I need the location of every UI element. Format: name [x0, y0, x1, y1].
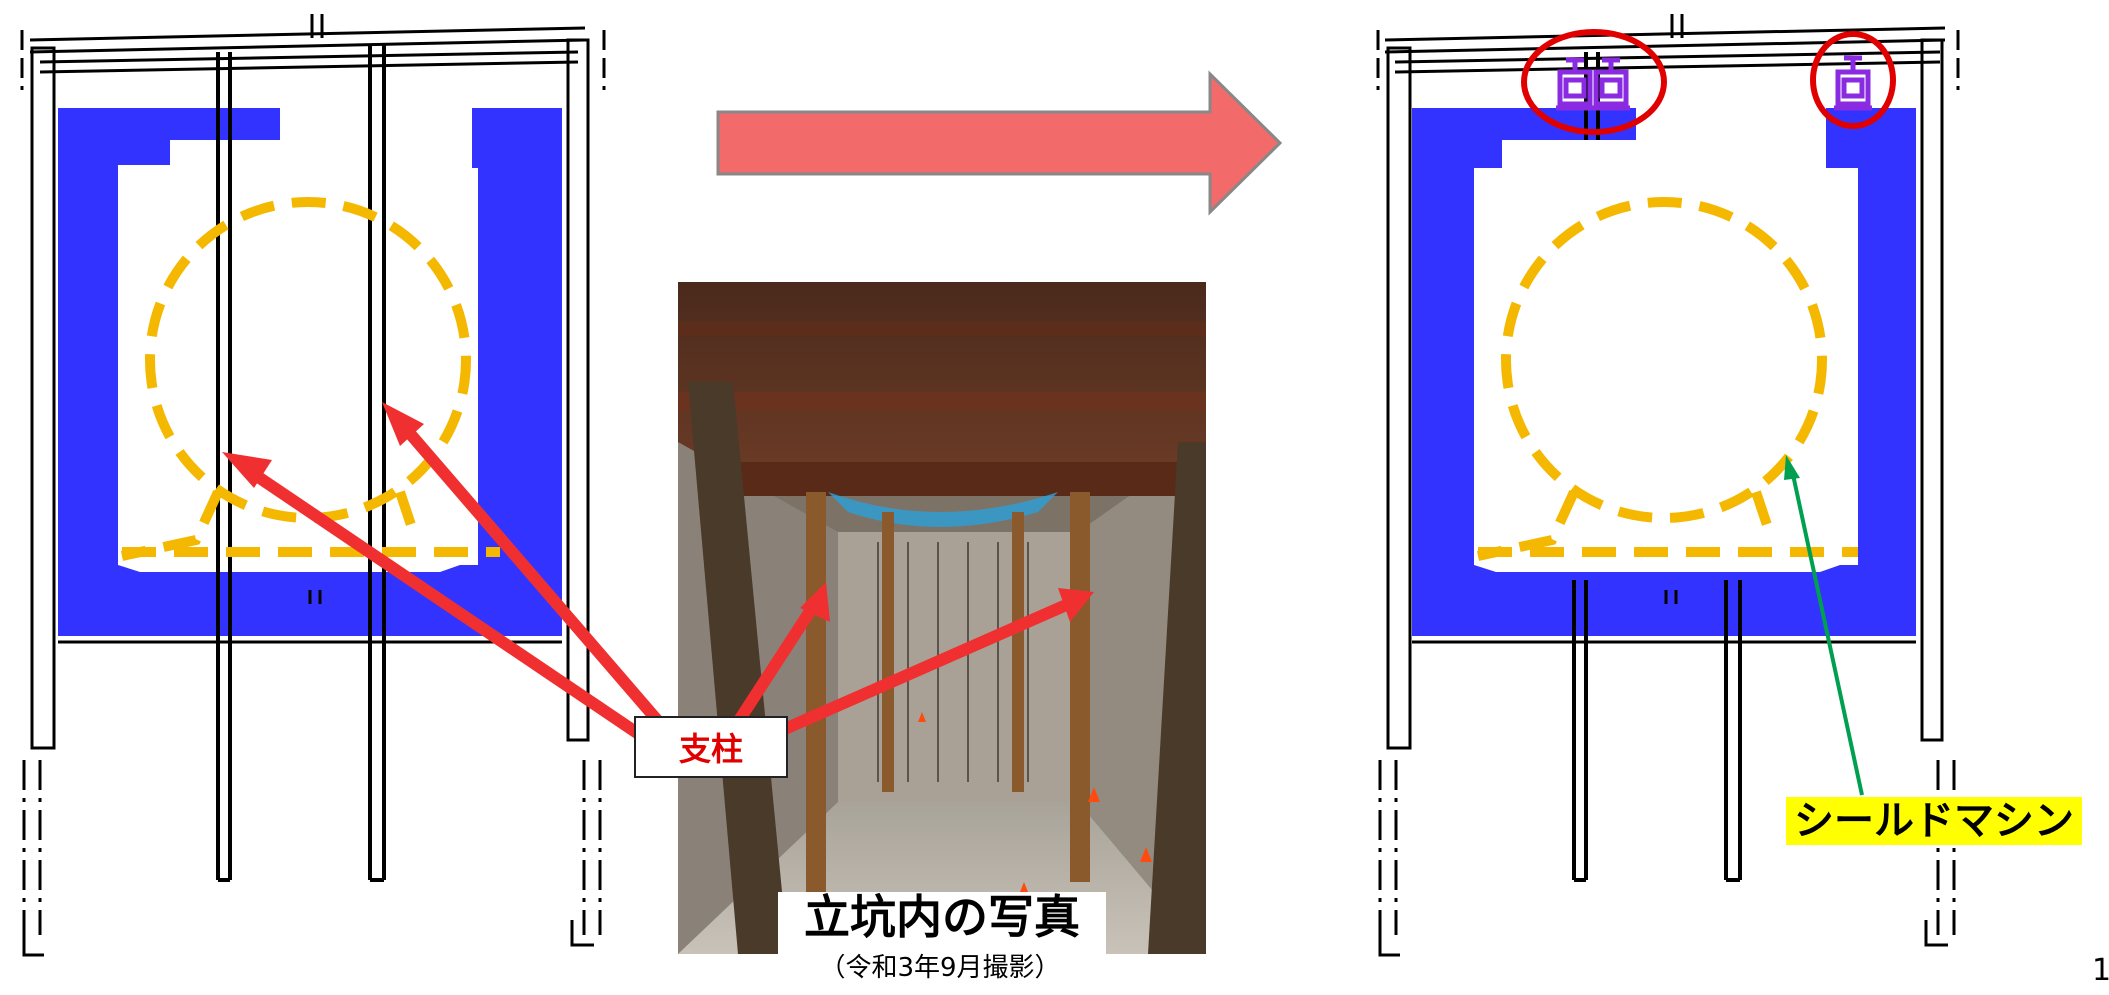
jack-icon	[1556, 57, 1594, 111]
left-pillar-marks	[308, 590, 322, 604]
jack-icon	[1592, 57, 1630, 111]
page-number: 1	[2092, 953, 2109, 988]
photo-caption: 立坑内の写真	[778, 892, 1106, 954]
highlight-circle-right-jack	[1810, 31, 1896, 129]
green-pointer	[1784, 455, 1864, 796]
right-shield-outline	[1476, 197, 1858, 561]
left-pillars	[216, 45, 386, 882]
arrow-right-icon	[716, 70, 1283, 216]
left-top-beam	[29, 14, 586, 74]
left-shield-outline	[120, 197, 500, 561]
left-side-walls	[20, 30, 606, 957]
photo-date-caption: （令和3年9月撮影）	[790, 953, 1090, 984]
photo-title: 立坑内の写真	[804, 890, 1080, 944]
left-red-arrows	[222, 402, 675, 740]
highlight-circle-left-jacks	[1521, 29, 1667, 135]
jack-icon	[1834, 55, 1872, 111]
right-top-beam	[1384, 14, 1946, 74]
pillar-label: 支柱	[634, 716, 788, 778]
shaft-photo: 立坑内の写真	[678, 282, 1206, 954]
right-side-walls	[1376, 30, 1960, 957]
right-diagram	[1376, 14, 1960, 957]
shield-machine-label: シールドマシン	[1786, 797, 2082, 845]
right-structure-blue	[1412, 108, 1916, 636]
photo-red-arrows	[732, 582, 1094, 738]
photo-date: （令和3年9月撮影）	[819, 953, 1061, 983]
right-pillars	[1572, 52, 1742, 882]
left-diagram	[20, 14, 675, 957]
right-pillar-marks	[1664, 590, 1678, 604]
